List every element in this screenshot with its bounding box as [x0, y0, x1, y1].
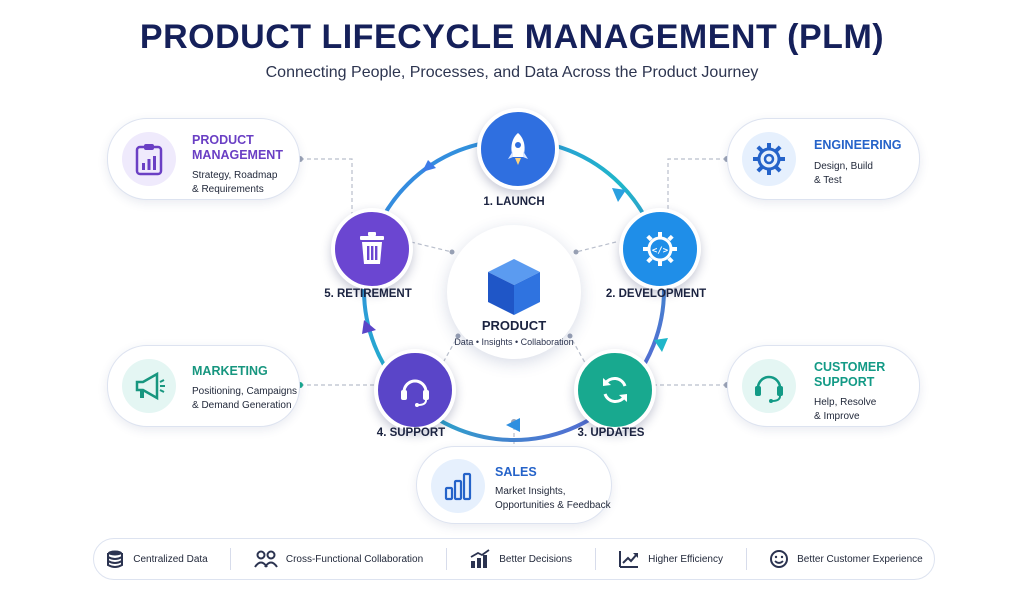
gear-icon: [742, 132, 796, 186]
card-pm-desc-line2: & Requirements: [192, 184, 264, 195]
dashed-connectors: [300, 158, 727, 444]
product-title: PRODUCT: [481, 318, 547, 333]
megaphone-icon: [122, 359, 176, 413]
card-mkt-desc-line1: Positioning, Campaigns: [192, 386, 298, 397]
divider: [745, 548, 747, 570]
team-icon: [254, 550, 278, 568]
card-eng-title: ENGINEERING: [814, 138, 902, 152]
clipboard-chart-icon: [122, 132, 176, 186]
stage-retirement-label: 5. RETIREMENT: [324, 288, 412, 300]
card-product-management[interactable]: PRODUCT MANAGEMENT Strategy, Roadmap & R…: [107, 118, 300, 200]
stage-retirement[interactable]: [331, 208, 413, 290]
bar-chart-icon: [431, 459, 485, 513]
card-cs-title-line1: CUSTOMER: [814, 360, 886, 374]
card-customer-support[interactable]: CUSTOMER SUPPORT Help, Resolve & Improve: [727, 345, 920, 427]
page-subtitle: Connecting People, Processes, and Data A…: [265, 64, 759, 81]
card-mkt-desc-line2: & Demand Generation: [192, 400, 292, 411]
benefit-label: Better Decisions: [499, 553, 573, 565]
benefit-centralized-data: Centralized Data: [105, 549, 208, 569]
benefit-label: Better Customer Experience: [797, 553, 923, 565]
card-pm-title-line2: MANAGEMENT: [192, 148, 283, 162]
smile-icon: [770, 550, 789, 568]
stage-updates-label: 3. UPDATES: [577, 427, 645, 439]
cube-icon: [488, 259, 540, 315]
page-title: PRODUCT LIFECYCLE MANAGEMENT (PLM): [139, 18, 885, 56]
card-sales-desc-line2: Opportunities & Feedback: [495, 500, 611, 511]
ring-arrows: [362, 160, 668, 432]
product-subtitle: Data • Insights • Collaboration: [454, 337, 574, 347]
stage-support[interactable]: [374, 349, 456, 431]
stage-support-label: 4. SUPPORT: [376, 427, 446, 439]
benefit-customer-experience: Better Customer Experience: [769, 549, 923, 569]
card-cs-desc-line2: & Improve: [814, 411, 860, 422]
benefit-collaboration: Cross-Functional Collaboration: [254, 549, 423, 569]
divider: [230, 548, 232, 570]
database-icon: [107, 550, 124, 568]
card-pm-desc-line1: Strategy, Roadmap: [192, 170, 278, 181]
headset-icon: [742, 359, 796, 413]
stage-updates[interactable]: [574, 349, 656, 431]
gear-code-icon: </>: [643, 232, 677, 266]
stage-launch[interactable]: [477, 108, 559, 190]
svg-text:</>: </>: [652, 246, 669, 256]
stage-development[interactable]: </>: [619, 208, 701, 290]
trash-icon: [360, 232, 384, 264]
card-engineering[interactable]: ENGINEERING Design, Build & Test: [727, 118, 920, 200]
divider: [445, 548, 447, 570]
rocket-icon: [508, 133, 528, 165]
card-eng-desc-line1: Design, Build: [814, 161, 873, 172]
trend-up-icon: [619, 551, 639, 568]
headset-icon: [401, 379, 429, 407]
benefit-label: Higher Efficiency: [648, 553, 723, 565]
refresh-icon: [603, 377, 627, 403]
benefits-bar: Centralized Data Cross-Functional Collab…: [93, 538, 935, 580]
stage-development-label: 2. DEVELOPMENT: [605, 288, 707, 300]
benefit-label: Centralized Data: [133, 553, 208, 565]
stage-launch-label: 1. LAUNCH: [483, 196, 545, 208]
card-sales[interactable]: SALES Market Insights, Opportunities & F…: [416, 446, 612, 524]
card-eng-desc-line2: & Test: [814, 175, 842, 186]
chart-up-icon: [470, 549, 490, 568]
card-sales-title: SALES: [495, 465, 537, 479]
benefit-efficiency: Higher Efficiency: [618, 549, 723, 569]
card-cs-desc-line1: Help, Resolve: [814, 397, 877, 408]
divider: [594, 548, 596, 570]
card-sales-desc-line1: Market Insights,: [495, 486, 566, 497]
card-mkt-title: MARKETING: [192, 364, 268, 378]
benefit-label: Cross-Functional Collaboration: [285, 553, 424, 565]
card-cs-title-line2: SUPPORT: [814, 375, 875, 389]
product-center: [447, 225, 581, 359]
card-pm-title-line1: PRODUCT: [192, 133, 254, 147]
benefit-decisions: Better Decisions: [469, 549, 572, 569]
card-marketing[interactable]: MARKETING Positioning, Campaigns & Deman…: [107, 345, 300, 427]
